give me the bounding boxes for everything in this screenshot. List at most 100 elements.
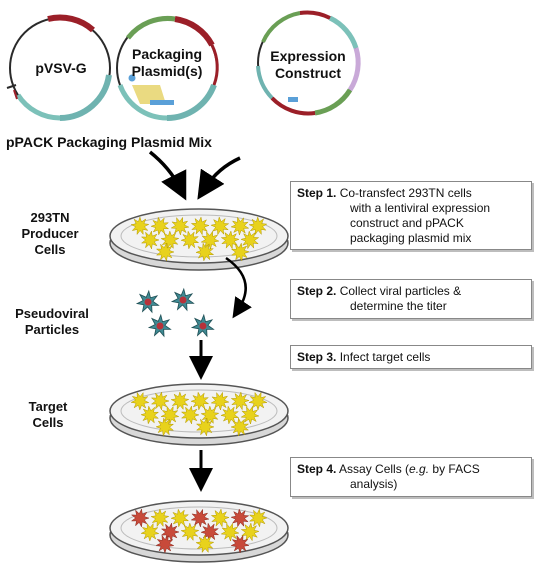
step-1-number: Step 1. [297,186,337,200]
pseudoviral-label-line1: Pseudoviral [15,306,89,321]
cell [150,508,170,528]
cell [248,508,268,528]
packaging-plasmid [116,15,219,121]
cell [160,405,180,425]
cell [248,391,268,411]
step-4-text-post: by FACS [429,462,480,476]
cell [180,405,200,425]
cell [170,216,190,236]
expression-label-line1: Expression [270,48,346,64]
cell [230,534,250,554]
cell [130,391,150,411]
step-4-text-line2: analysis) [350,477,398,491]
step-2-text-line2: determine the titer [350,299,447,313]
virus-core [179,296,187,304]
arrow-collect [225,256,252,319]
cell [220,405,240,425]
cell [140,405,160,425]
cell [180,522,200,542]
pseudoviral-label: Pseudoviral Particles [6,306,98,338]
cell [210,216,230,236]
step-3-box: Step 3. Infect target cells [290,345,532,369]
step-3-number: Step 3. [297,350,337,364]
pvsv-g-plasmid [6,14,112,121]
step-4-number: Step 4. [297,462,337,476]
cell [170,391,190,411]
cell [155,417,175,437]
step-1-text-line4: packaging plasmid mix [350,231,472,245]
cell [130,216,150,236]
step-1-text-line3: construct and pPACK [350,216,464,230]
cell [230,391,250,411]
assay-dish [109,500,289,563]
target-label: Target Cells [12,399,84,431]
cell [230,417,250,437]
expression-label-line2: Construct [274,65,342,81]
viral-particles [135,287,215,338]
arrow-right [197,156,241,200]
cell [195,534,215,554]
cell [240,405,260,425]
step-4-text-pre: Assay Cells ( [339,462,410,476]
step-4-box: Step 4. Assay Cells (e.g. by FACS analys… [290,457,532,497]
packaging-label: Packaging Plasmid(s) [124,46,210,80]
cell [200,230,220,250]
step-1-text-line1: Co-transfect 293TN cells [339,186,472,200]
cell [150,391,170,411]
mix-title: pPACK Packaging Plasmid Mix [6,134,212,150]
cell [155,242,175,262]
cell [180,230,200,250]
virus-core [144,298,152,306]
step-2-number: Step 2. [297,284,337,298]
cell [230,508,250,528]
producer-label-line3: Cells [34,242,66,257]
producer-label-line2: Producer [21,226,79,241]
cell [230,242,250,262]
cell [140,230,160,250]
pvsv-g-label: pVSV-G [35,60,87,76]
cell [195,242,215,262]
cell [248,216,268,236]
cell [160,522,180,542]
target-dish [109,383,289,446]
cell [220,522,240,542]
virus-core [156,322,164,330]
cell [210,391,230,411]
step-1-text-line2: with a lentiviral expression [350,201,491,215]
cell [190,508,210,528]
cell [240,230,260,250]
virus-core [199,322,207,330]
cell [140,522,160,542]
expression-label: Expression Construct [262,48,354,82]
cell [230,216,250,236]
pseudoviral-label-line2: Particles [24,322,80,337]
cell [130,508,150,528]
cell [220,230,240,250]
expression-construct [256,10,361,116]
cell [190,216,210,236]
cell [160,230,180,250]
packaging-label-line2: Plasmid(s) [131,63,203,79]
step-4-text-em: e.g. [409,462,430,476]
cell [155,534,175,554]
step-2-box: Step 2. Collect viral particles & determ… [290,279,532,319]
producer-label: 293TN Producer Cells [10,210,90,258]
cell [200,405,220,425]
cell [195,417,215,437]
producer-label-line1: 293TN [30,210,70,225]
step-1-box: Step 1. Co-transfect 293TN cells with a … [290,181,532,250]
step-3-text-line1: Infect target cells [339,350,431,364]
cell [170,508,190,528]
workflow-figure [109,150,289,563]
cell [240,522,260,542]
plasmids-figure [6,10,361,121]
step-2-text-line1: Collect viral particles & [339,284,462,298]
arrow-left [148,150,187,201]
cell [150,216,170,236]
producer-dish [109,208,289,271]
cell [210,508,230,528]
target-label-line1: Target [28,399,68,414]
packaging-label-line1: Packaging [131,46,203,62]
cell [190,391,210,411]
target-label-line2: Cells [32,415,64,430]
